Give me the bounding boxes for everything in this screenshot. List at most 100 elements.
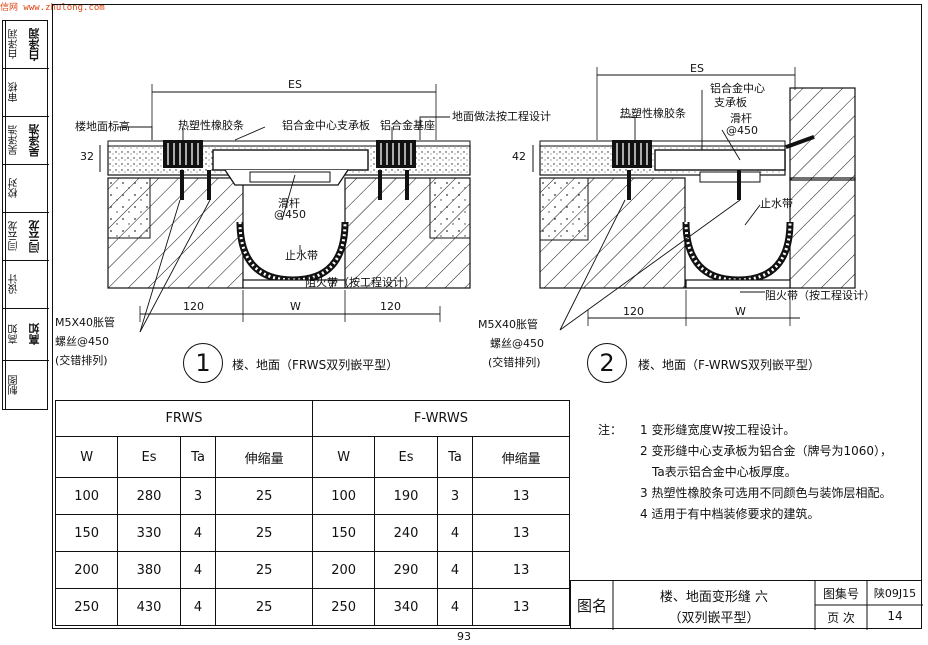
page-number: 93 [457, 630, 471, 643]
atlas-value: 陕09J15 [873, 587, 917, 600]
table-cell: 280 [117, 477, 181, 515]
notes-block: 注： 1 变形缝宽度W按工程设计。 2 变形缝中心支承板为铝合金（牌号为1060… [598, 420, 918, 525]
column-header: 伸缩量 [215, 436, 313, 478]
title-block: 图名 楼、地面变形缝 六 （双列嵌平型） 图集号 陕09J15 页 次 14 [570, 580, 923, 630]
label-staggered-1: (交错排列) [55, 354, 108, 367]
spec-table: FRWS F-WRWS W Es Ta 伸缩量 W Es Ta 伸缩量 100 … [54, 400, 571, 626]
label-staggered-2: (交错排列) [488, 356, 541, 369]
label-center-plate-1: 铝合金中心支承板 [282, 119, 370, 132]
label-rubber-strip-1: 热塑性橡胶条 [178, 119, 244, 132]
label-slide-bar-2: 滑杆 [730, 112, 752, 125]
note-item: 2 变形缝中心支承板为铝合金（牌号为1060）， [598, 441, 918, 462]
note-number: 4 [640, 507, 648, 521]
note-number: 2 [640, 444, 648, 458]
side-cell-5: 闫云龙 闫云龙 [3, 213, 49, 261]
center-plate-2 [654, 149, 786, 171]
wall-2 [789, 87, 856, 181]
drawing-2-number: 2 [587, 343, 627, 383]
table-cell: 290 [374, 551, 438, 589]
table-row: 100 280 3 25 100 190 3 13 [54, 477, 570, 515]
drawing-1-number: 1 [183, 343, 223, 383]
note-item: 3 热塑性橡胶条可选用不同颜色与装饰层相配。 [598, 483, 918, 504]
label-slide-spacing-1: @450 [274, 208, 306, 221]
label-screw-2: 螺丝@450 [490, 337, 544, 350]
fire-stop-1 [242, 279, 346, 289]
drawing-2-caption: 楼、地面（F-WRWS双列嵌平型） [638, 358, 820, 372]
label-water-stop-1: 止水带 [285, 249, 318, 262]
title-label: 图名 [576, 597, 607, 615]
table-cell: 4 [436, 551, 474, 589]
rubber-strip-left-1 [163, 140, 203, 168]
table-cell: 150 [54, 514, 119, 552]
dim-32: 32 [80, 150, 94, 163]
note-item: 注： 1 变形缝宽度W按工程设计。 [598, 420, 918, 441]
center-plate-1 [212, 149, 369, 171]
label-slide-spacing-2: @450 [726, 124, 758, 137]
label-rubber-strip-2: 热塑性橡胶条 [620, 107, 686, 120]
title-block-grid [612, 581, 923, 630]
label-fire-stop-1: 阻火带（按工程设计） [305, 276, 415, 289]
title-line-2: （双列嵌平型） [668, 611, 760, 626]
drawing-1-frws-section [99, 67, 856, 333]
note-text: Ta表示铝合金中心板厚度。 [652, 465, 797, 479]
table-cell: 4 [179, 551, 217, 589]
table-row: 250 430 4 25 250 340 4 13 [54, 588, 570, 626]
table-cell: 250 [54, 588, 119, 626]
title-line-1: 楼、地面变形缝 六 [659, 590, 769, 605]
table-cell: 430 [117, 588, 181, 626]
side-cell-4: 校对 [3, 165, 49, 213]
notes-lead: 注： [598, 423, 623, 437]
concrete-right-1 [429, 177, 471, 239]
note-number: 1 [640, 423, 648, 437]
table-cell: 13 [472, 514, 570, 552]
label-floor-finish: 地面做法按工程设计 [452, 110, 551, 123]
table-cell: 380 [117, 551, 181, 589]
table-cell: 150 [311, 514, 376, 552]
drawing-frame [52, 4, 922, 629]
table-cell: 240 [374, 514, 438, 552]
note-text: 适用于有中档装修要求的建筑。 [651, 507, 820, 521]
dim-120-left: 120 [183, 300, 204, 313]
table-cell: 4 [436, 514, 474, 552]
table-group-header-row: FRWS F-WRWS [55, 400, 571, 437]
dim-w-2: W [735, 305, 746, 318]
table-cell: 190 [374, 477, 438, 515]
column-header: 伸缩量 [472, 436, 570, 478]
table-row: 150 330 4 25 150 240 4 13 [54, 514, 570, 552]
table-cell: 200 [54, 551, 119, 589]
side-cell-2: 审核 [3, 69, 49, 117]
concrete-left-1 [107, 177, 151, 239]
page-label: 页 次 [827, 611, 855, 625]
dim-es-1: ES [288, 78, 302, 91]
note-text: 热塑性橡胶条可选用不同颜色与装饰层相配。 [651, 486, 892, 500]
table-cell: 13 [472, 477, 570, 515]
column-header: Ta [179, 436, 217, 478]
table-cell: 340 [374, 588, 438, 626]
slab-right-2 [789, 177, 856, 289]
dim-42: 42 [512, 150, 526, 163]
table-row: 200 380 4 25 200 290 4 13 [54, 551, 570, 589]
concrete-left-2 [539, 177, 589, 241]
table-cell: 4 [179, 588, 217, 626]
column-header: W [311, 436, 376, 478]
label-screw-1: 螺丝@450 [55, 335, 109, 348]
atlas-label: 图集号 [822, 587, 859, 601]
side-cell-3: 吴泽浩 吴泽浩 [3, 117, 49, 165]
table-cell: 200 [311, 551, 376, 589]
table-cell: 25 [215, 477, 313, 515]
label-slide-bar-1: 滑杆 [278, 197, 300, 210]
table-cell: 13 [472, 551, 570, 589]
dim-w-1: W [290, 300, 301, 313]
table-cell: 3 [179, 477, 217, 515]
table-cell: 100 [311, 477, 376, 515]
note-item: Ta表示铝合金中心板厚度。 [598, 462, 918, 483]
table-cell: 13 [472, 588, 570, 626]
label-expansion-bolt-1: M5X40胀管 [55, 316, 116, 329]
label-floor-level: 楼地面标高 [75, 120, 130, 133]
fire-stop-2 [685, 279, 791, 289]
side-cell-1: 白泽润 白泽润 [3, 21, 49, 69]
column-header: Es [117, 436, 181, 478]
finish-layer-1 [107, 140, 471, 147]
table-cell: 4 [179, 514, 217, 552]
label-expansion-bolt-2: M5X40胀管 [478, 318, 539, 331]
